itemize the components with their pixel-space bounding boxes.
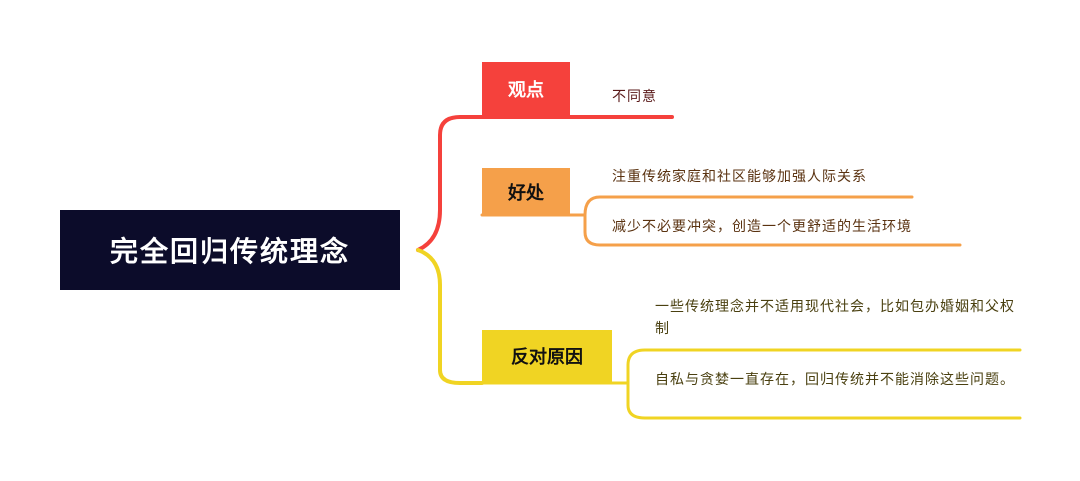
leaf-node[interactable]: 自私与贪婪一直存在，回归传统并不能消除这些问题。 — [655, 372, 1015, 388]
connector-reasons-leaf1 — [626, 348, 1022, 385]
branch-node-reasons[interactable]: 反对原因 — [482, 330, 612, 382]
leaf-node[interactable]: 注重传统家庭和社区能够加强人际关系 — [612, 169, 867, 185]
leaf-node[interactable]: 一些传统理念并不适用现代社会，比如包办婚姻和父权制 — [655, 299, 1015, 337]
branch-node-benefits[interactable]: 好处 — [482, 168, 570, 215]
connector-root-reasons — [416, 248, 484, 385]
leaf-node[interactable]: 不同意 — [612, 89, 657, 105]
connector-benefits-leaf1 — [583, 195, 914, 217]
leaf-node[interactable]: 减少不必要冲突，创造一个更舒适的生活环境 — [612, 219, 912, 235]
branch-node-viewpoint[interactable]: 观点 — [482, 62, 570, 116]
connector-benefits-leaf2 — [583, 213, 962, 247]
connector-root-viewpoint — [416, 115, 484, 252]
root-node[interactable]: 完全回归传统理念 — [60, 210, 400, 290]
connector-reasons-leaf2 — [626, 381, 1022, 420]
